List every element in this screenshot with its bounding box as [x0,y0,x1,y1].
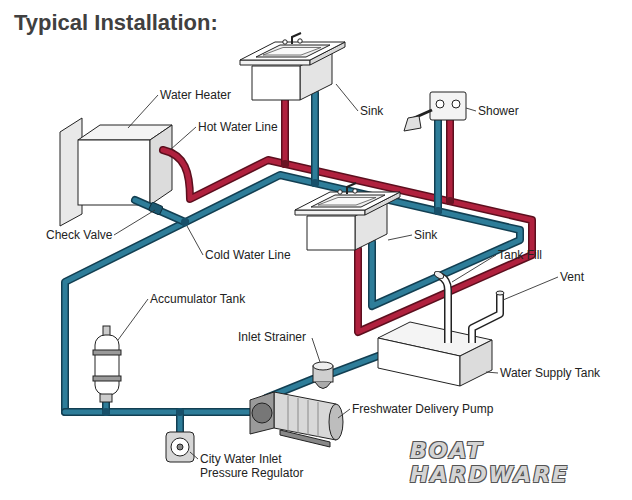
callout-label: Inlet Strainer [238,330,306,344]
leader-line [338,409,350,418]
cold-water-pipe [65,93,520,432]
callout-label: Water Heater [160,88,231,102]
shower-fixture [436,100,444,108]
callout-label: Accumulator Tank [150,292,245,306]
inlet-strainer [313,362,333,389]
inlet-strainer [315,382,331,389]
delivery-pump [250,392,274,434]
leader-line [452,255,496,282]
callout-label: Tank Fill [498,248,542,262]
leader-line [190,452,198,459]
leader-line [312,338,320,362]
delivery-pump [288,396,318,437]
hot-water-pipe [446,120,454,201]
leader-line [128,95,158,128]
accumulator-tank [93,350,121,355]
pressure-regulator [166,432,194,462]
tank-fill-pipe [433,270,448,343]
pipe-tee [311,179,319,187]
hot-water-pipe [283,100,288,164]
water-heater [78,140,150,205]
pipe-tee [281,160,289,168]
cold-water-pipe [65,175,520,412]
tank-fill-pipe [433,270,445,280]
delivery-pump [329,404,343,440]
leader-line [486,372,498,373]
shower-fixture [430,92,466,120]
leader-line [187,226,203,255]
water-supply-tank [378,338,460,386]
leader-line [336,84,358,111]
pipe-tee [446,197,454,205]
cold-water-pipe [135,200,185,222]
pipe-tee [102,408,110,416]
leader-line [118,299,148,340]
cold-water-pipe [65,408,252,416]
cold-water-pipe [311,93,319,183]
vent-pipe [472,294,500,343]
pipe-tee [434,207,442,215]
leader-line [466,108,476,111]
cold-water-pipe [135,200,185,222]
callout-label: Water Supply Tank [500,366,600,380]
shower-fixture [452,100,460,108]
water-heater [150,125,172,205]
inlet-strainer [313,362,333,370]
pipe-tee [176,408,184,416]
pressure-regulator [166,432,194,462]
water-supply-tank [460,340,492,386]
tank-fill-pipe [440,276,448,343]
leader-line [503,277,558,300]
pipe-tee [181,218,189,226]
pressure-regulator [177,444,183,450]
hot-water-pipe [281,100,289,164]
cold-water-pipe [65,410,252,415]
cold-water-pipe [313,93,318,183]
vent-pipe [472,294,500,343]
leader-line [170,127,196,150]
watermark-text: HARDWARE [410,464,569,486]
cold-water-pipe [434,120,442,211]
callout-label: Freshwater Delivery Pump [352,402,493,416]
callout-label: Vent [560,270,584,284]
leader-line [114,84,558,459]
leader-line [114,210,155,235]
sink-fixture [240,33,400,250]
tank-fill-pipe [440,276,448,343]
shower-fixture [404,116,421,131]
pipe-tee [102,160,454,416]
water-heater [60,118,172,226]
accumulator-tank [93,376,121,381]
cold-water-pipe [65,175,520,412]
leader-line [388,235,412,240]
cold-water-pipe [333,356,378,373]
vent-pipe [472,291,504,343]
callout-label: City Water Inlet Pressure Regulator [200,452,325,480]
hot-water-pipe [448,120,453,201]
watermark-text: BOAT [410,440,483,462]
sink-fixture [240,33,345,100]
accumulator-tank [93,326,121,402]
pressure-regulator [171,438,189,456]
callout-label: Hot Water Line [198,120,278,134]
delivery-pump [274,392,336,440]
delivery-pump [250,392,343,447]
diagram-title: Typical Installation: [14,10,218,36]
shower-fixture [404,92,466,131]
sink-fixture [295,183,400,250]
callout-label: Cold Water Line [205,248,291,262]
cold-water-pipe [333,356,378,373]
vent-pipe [496,291,504,295]
callout-label: Sink [414,228,437,242]
callout-label: Sink [360,104,383,118]
callout-label: Shower [478,104,519,118]
delivery-pump [252,403,272,423]
callout-label: Check Valve [46,228,112,242]
accumulator-tank [95,335,119,395]
cold-water-pipe [436,120,441,211]
accumulator-tank [100,394,112,402]
